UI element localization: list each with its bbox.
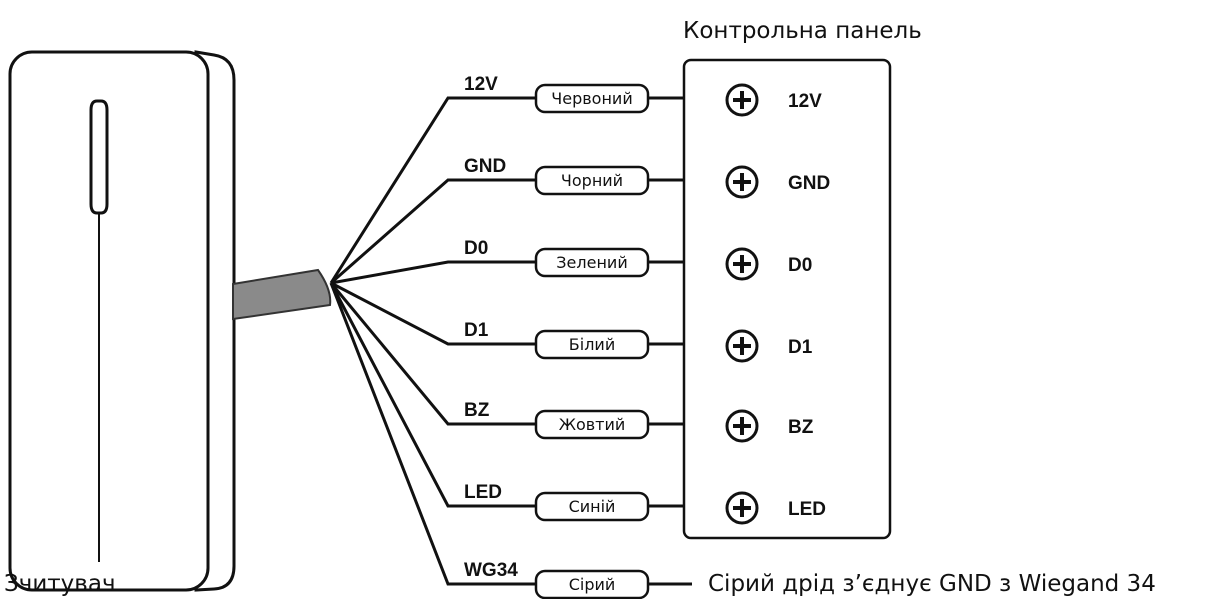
panel-box xyxy=(682,58,892,540)
wire-12v: 12V Червоний xyxy=(329,74,684,284)
wire-color-name: Сірий xyxy=(569,575,616,594)
cable-jacket xyxy=(232,268,332,321)
wire-line xyxy=(329,282,535,426)
terminal-label: D1 xyxy=(788,337,813,358)
plus-circle-icon xyxy=(725,247,759,281)
wire-signal-label: GND xyxy=(464,156,506,177)
wire-color-name: Білий xyxy=(569,335,615,354)
wire-color-name: Чорний xyxy=(561,171,623,190)
terminal-label: GND xyxy=(788,173,830,194)
wire-signal-label: WG34 xyxy=(464,560,518,581)
plus-circle-icon xyxy=(725,491,759,525)
plus-circle-icon xyxy=(725,329,759,363)
wire-signal-label: BZ xyxy=(464,400,490,421)
cable xyxy=(232,268,332,321)
reader-label: Зчитувач xyxy=(4,571,116,597)
wire-bz: BZ Жовтий xyxy=(329,282,684,440)
wire-color-name: Зелений xyxy=(556,253,627,272)
plus-circle-icon xyxy=(725,83,759,117)
plus-circle-icon xyxy=(725,165,759,199)
wire-color-name: Червоний xyxy=(551,89,632,108)
terminal-d0: D0 xyxy=(725,247,812,281)
led-slot-icon xyxy=(89,99,109,215)
panel-title: Контрольна панель xyxy=(683,18,922,44)
terminal-bz: BZ xyxy=(725,409,814,443)
wire-line xyxy=(330,260,535,285)
wire-signal-label: LED xyxy=(464,482,502,503)
wire-line xyxy=(329,282,535,508)
wire-line xyxy=(329,282,535,586)
wire-line xyxy=(329,96,535,284)
reader-body xyxy=(8,50,210,592)
terminal-label: LED xyxy=(788,499,826,520)
wg34-note: Сірий дрід з’єднує GND з Wiegand 34 xyxy=(708,571,1156,597)
terminal-d1: D1 xyxy=(725,329,813,363)
wire-signal-label: D0 xyxy=(464,238,488,259)
terminal-label: BZ xyxy=(788,417,814,438)
plus-circle-icon xyxy=(725,409,759,443)
wire-line xyxy=(330,281,535,346)
card-reader: Зчитувач xyxy=(4,50,236,597)
wire-color-name: Синій xyxy=(569,497,616,516)
wire-signal-label: 12V xyxy=(464,74,498,95)
terminal-gnd: GND xyxy=(725,165,830,199)
wire-led: LED Синій xyxy=(329,282,684,522)
wire-color-name: Жовтий xyxy=(559,415,626,434)
terminal-led: LED xyxy=(725,491,826,525)
terminal-label: D0 xyxy=(788,255,812,276)
wire-signal-label: D1 xyxy=(464,320,489,341)
terminal-label: 12V xyxy=(788,91,822,112)
terminal-12v: 12V xyxy=(725,83,822,117)
wire-gnd: GND Чорний xyxy=(330,156,684,285)
wire-line xyxy=(330,178,535,285)
